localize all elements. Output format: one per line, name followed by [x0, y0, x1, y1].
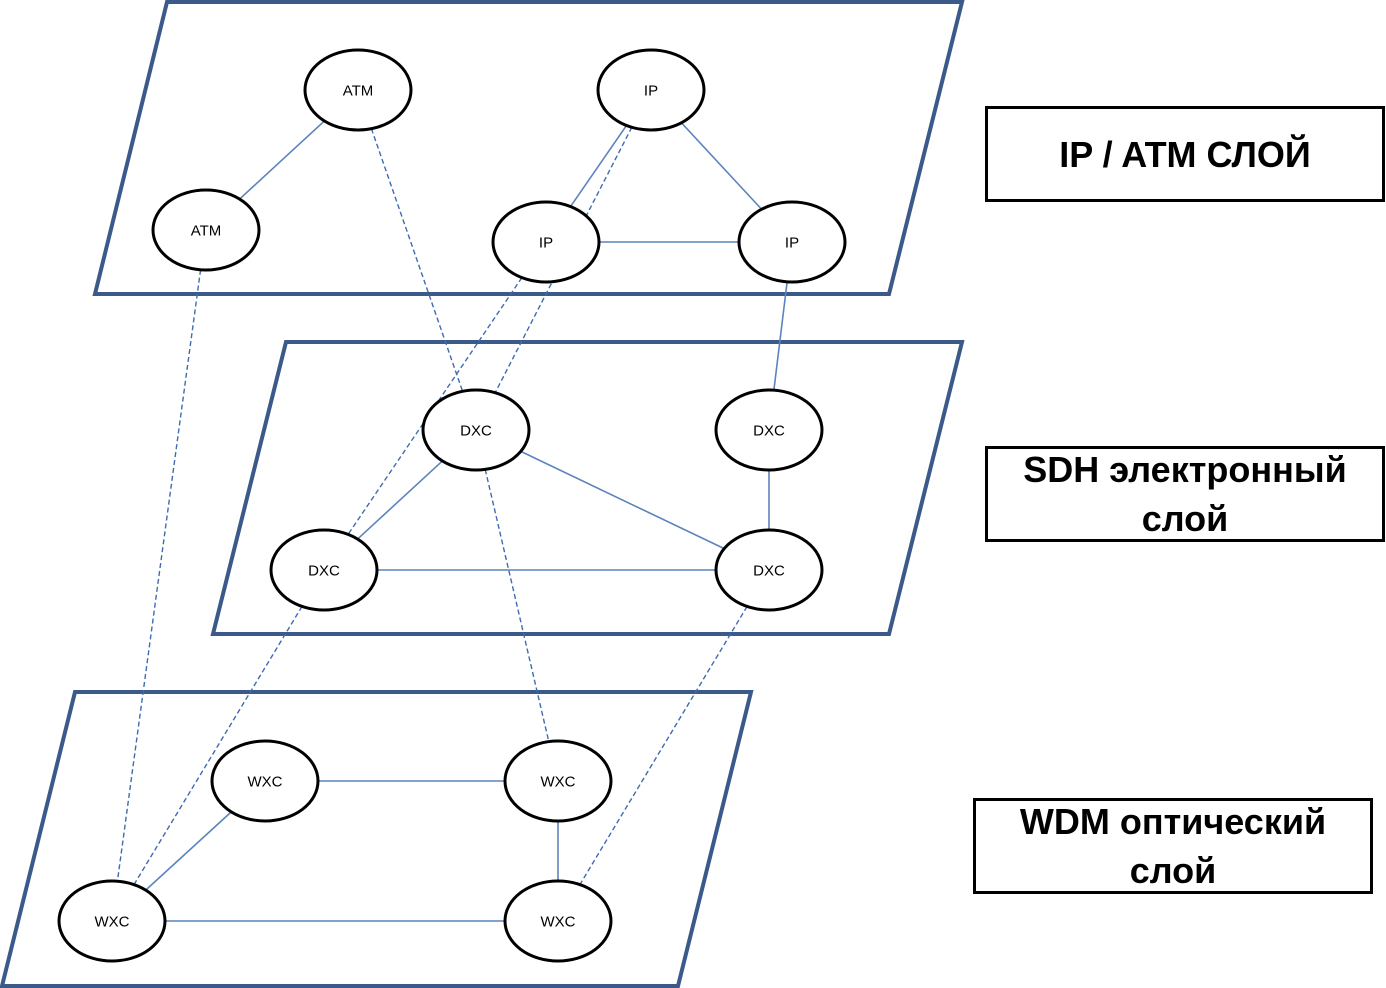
link-atm-top-atm-left	[239, 120, 325, 200]
node-dxc-bottom-right[interactable]: DXC	[714, 528, 824, 612]
node-ip-right[interactable]: IP	[737, 200, 847, 284]
node-wxc-top-left[interactable]: WXC	[210, 739, 320, 823]
node-label: DXC	[753, 423, 785, 440]
link-ip-top-ip-left	[569, 125, 628, 207]
wdm-layer-label: WDM оптический слой	[973, 798, 1373, 894]
node-dxc-bottom-left[interactable]: DXC	[269, 528, 379, 612]
node-atm-left[interactable]: ATM	[151, 188, 261, 272]
node-atm-top[interactable]: ATM	[303, 48, 413, 132]
node-label: DXC	[753, 563, 785, 580]
ip-atm-layer-label-text: IP / ATM СЛОЙ	[1059, 133, 1311, 175]
node-label: IP	[539, 235, 553, 252]
node-label: WXC	[541, 774, 576, 791]
node-ip-top[interactable]: IP	[596, 48, 706, 132]
wdm-layer-label-line1: WDM оптический	[1019, 801, 1327, 842]
node-label: IP	[785, 235, 799, 252]
cross-link-dxc-bottom-right-wxc-bottom-right	[579, 606, 748, 885]
node-dxc-top-left[interactable]: DXC	[421, 388, 531, 472]
node-wxc-bottom-right[interactable]: WXC	[503, 879, 613, 963]
cross-link-dxc-bottom-left-wxc-bottom-left	[133, 606, 303, 885]
link-wxc-top-left-wxc-bottom-left	[145, 811, 232, 891]
cross-link-ip-top-dxc-top-left	[494, 126, 633, 394]
sdh-layer-label-line1: SDH электронный	[1023, 449, 1347, 490]
node-label: WXC	[95, 914, 130, 931]
wdm-layer-label-line2: слой	[1129, 850, 1217, 891]
ip-atm-layer-label: IP / ATM СЛОЙ	[985, 106, 1385, 202]
node-label: WXC	[541, 914, 576, 931]
link-ip-right-dxc-top-right	[773, 281, 788, 391]
sdh-layer-label-line2: слой	[1141, 498, 1229, 539]
node-dxc-top-right[interactable]: DXC	[714, 388, 824, 472]
node-label: IP	[644, 83, 658, 100]
cross-link-atm-left-wxc-bottom-left	[116, 269, 202, 882]
cross-link-dxc-top-left-wxc-top-right	[484, 469, 550, 742]
link-dxc-top-left-dxc-bottom-right	[520, 450, 725, 550]
cross-link-atm-top-dxc-top-left	[370, 128, 464, 392]
intra-layer-links	[145, 120, 788, 922]
node-wxc-top-right[interactable]: WXC	[503, 739, 613, 823]
node-label: ATM	[343, 83, 374, 100]
node-label: ATM	[191, 223, 222, 240]
node-ip-left[interactable]: IP	[491, 200, 601, 284]
node-label: DXC	[460, 423, 492, 440]
node-wxc-bottom-left[interactable]: WXC	[57, 879, 167, 963]
node-label: DXC	[308, 563, 340, 580]
link-ip-top-ip-right	[680, 122, 763, 210]
node-label: WXC	[248, 774, 283, 791]
link-dxc-top-left-dxc-bottom-left	[357, 460, 443, 540]
sdh-layer-label: SDH электронный слой	[985, 446, 1385, 542]
